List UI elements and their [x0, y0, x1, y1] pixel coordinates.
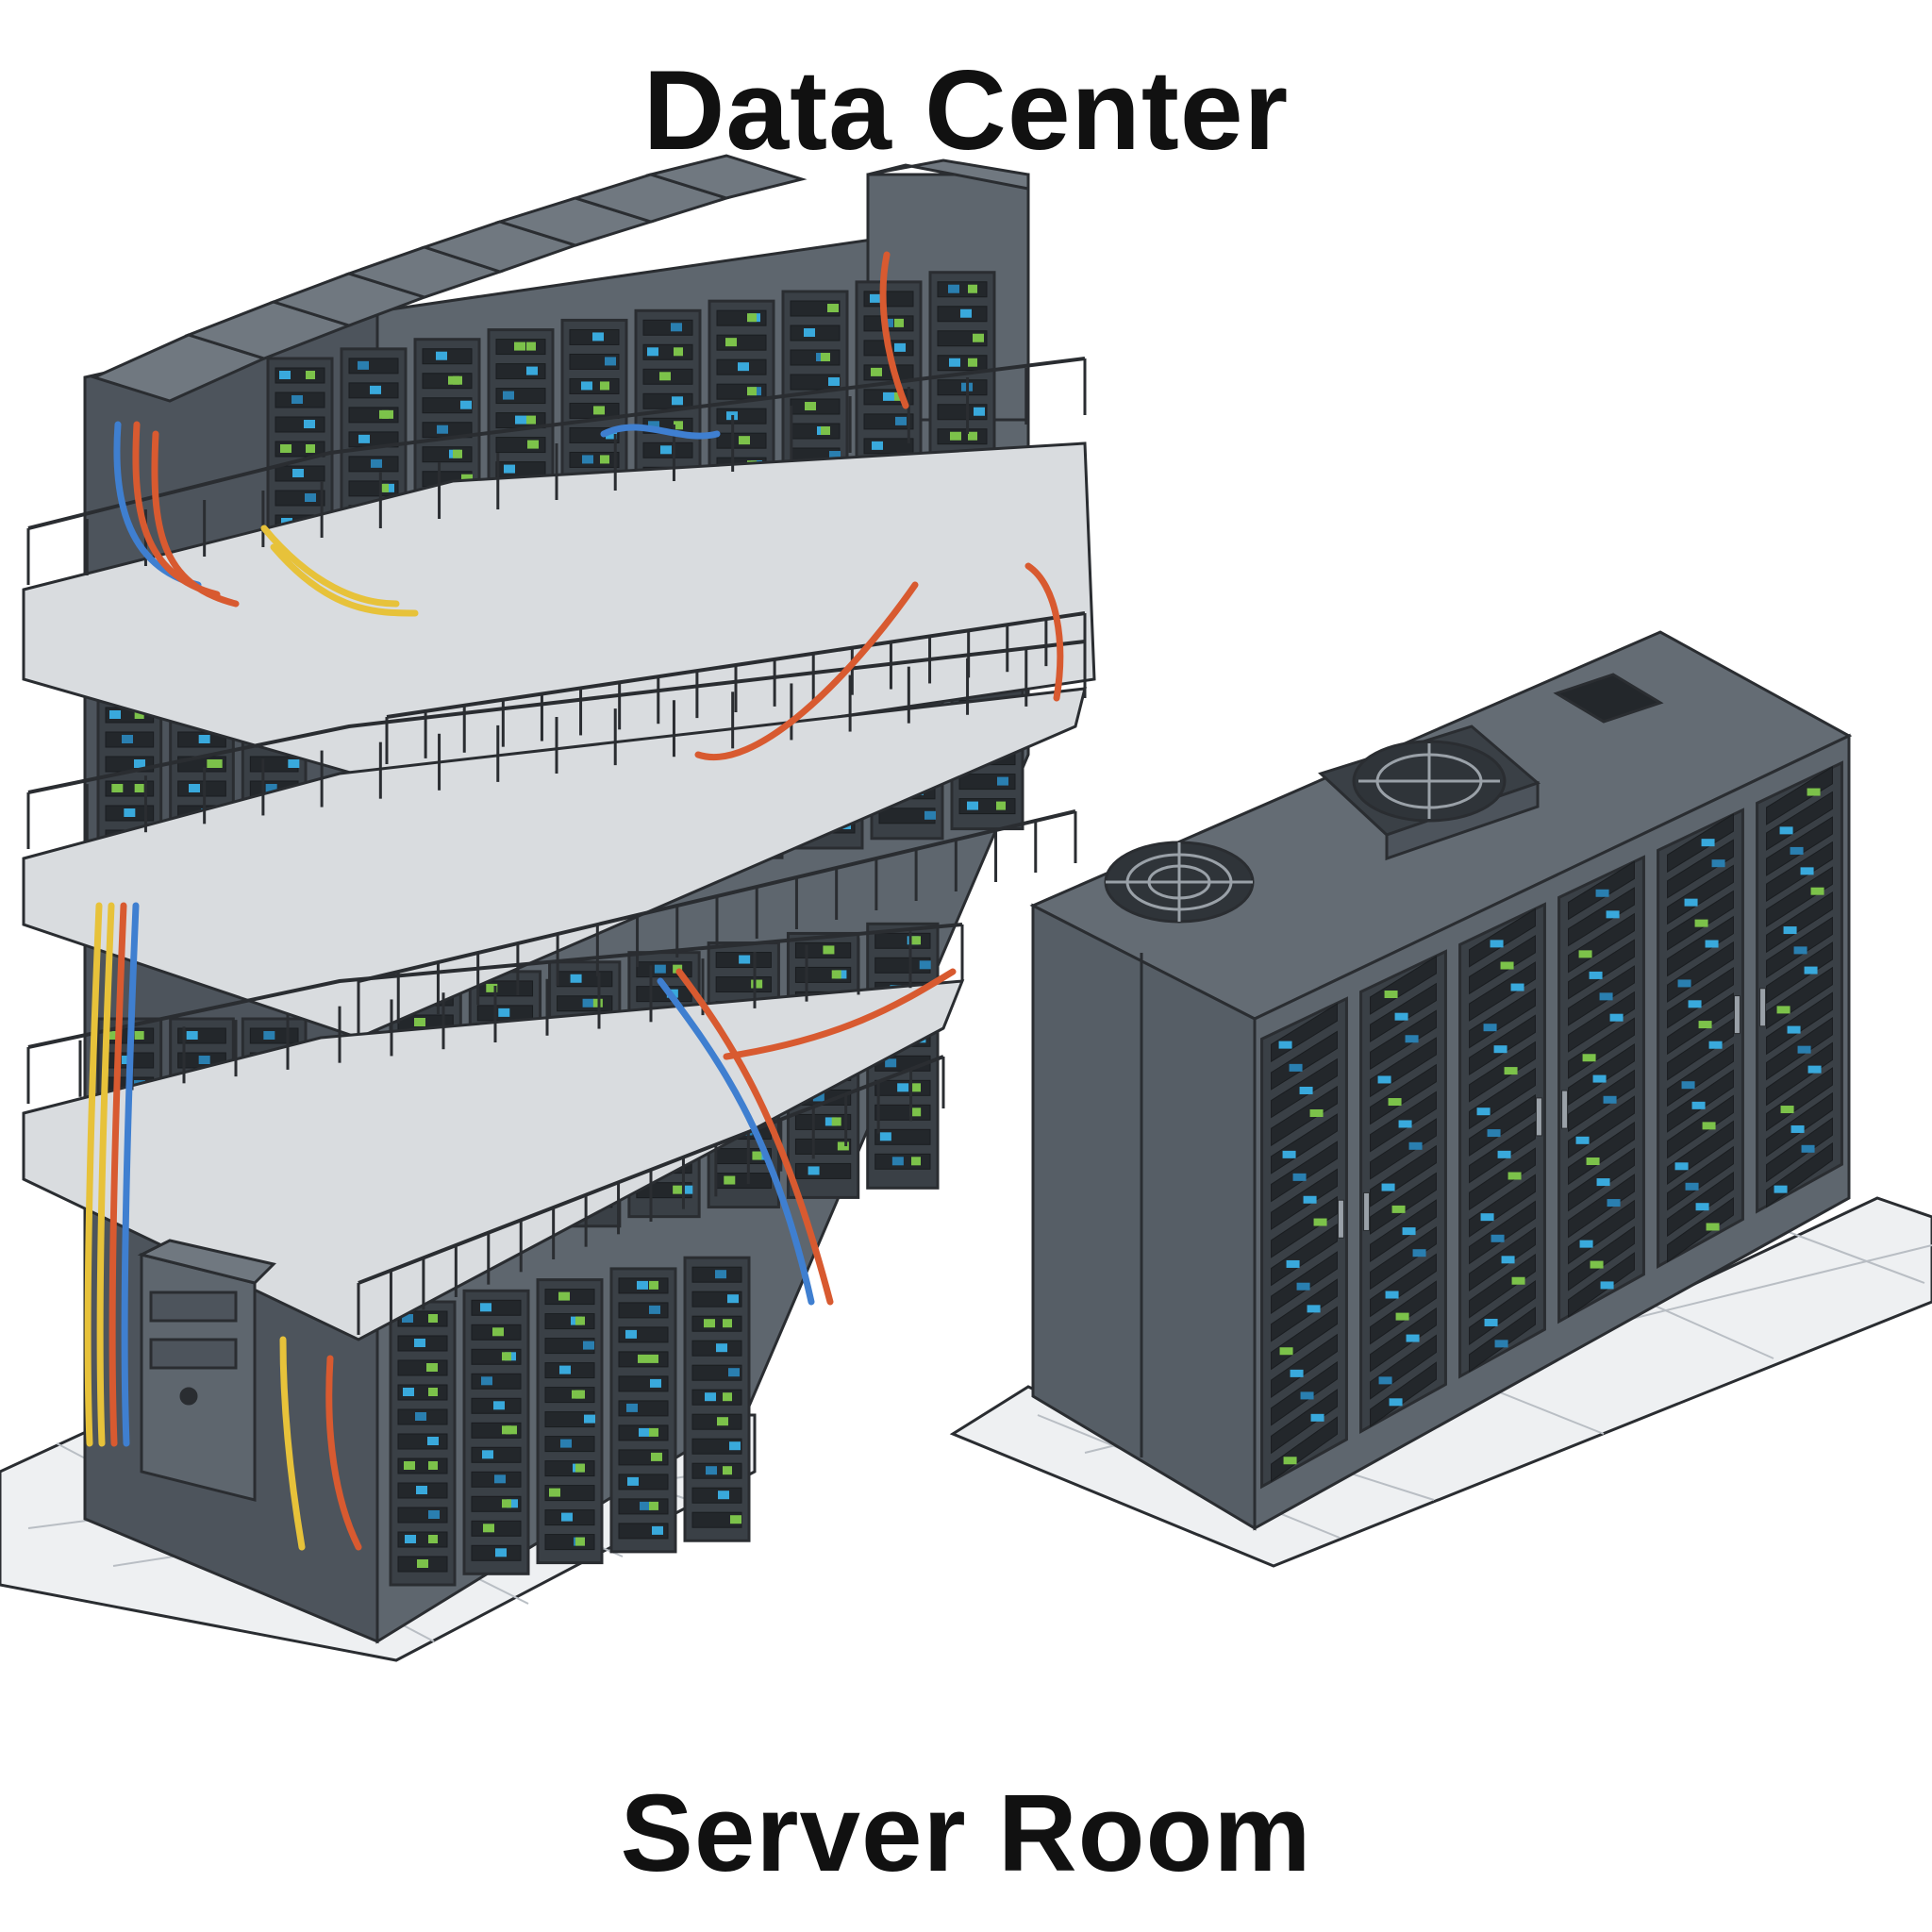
server-room-block — [949, 630, 1932, 1568]
cabinet-top-fan-right — [1318, 724, 1541, 861]
server-cabinet-doors — [1260, 760, 1843, 1490]
server-rack — [536, 1278, 604, 1565]
server-rack — [683, 1256, 751, 1542]
cabinet-door — [1458, 902, 1546, 1379]
data-center-label: Data Center — [642, 47, 1290, 174]
server-room-label: Server Room — [620, 1772, 1312, 1894]
mezzanine-level-3 — [22, 979, 965, 1341]
mezzanine-level-2 — [22, 687, 1087, 1040]
top-rack-row — [90, 154, 1030, 422]
railing-posts — [26, 358, 1087, 1335]
cabinet-door — [1756, 760, 1843, 1214]
cables — [84, 251, 1064, 1551]
data-center-building — [0, 154, 1096, 1662]
server-rack — [866, 922, 940, 1190]
server-rack — [462, 1289, 530, 1575]
power-cabinet — [137, 1239, 276, 1502]
cabinet-door — [1557, 855, 1645, 1324]
mezzanine-levels — [22, 441, 1096, 1341]
cabinet-top-fan-left — [1104, 841, 1255, 924]
cabinet-door — [1260, 996, 1348, 1490]
cabinet-top-vent — [1553, 673, 1664, 724]
server-rack — [609, 1267, 677, 1554]
cabinet-door — [1657, 808, 1744, 1270]
mezzanine-level-1 — [22, 441, 1096, 785]
cabinet-door — [1359, 949, 1447, 1435]
server-rack — [389, 1300, 457, 1587]
